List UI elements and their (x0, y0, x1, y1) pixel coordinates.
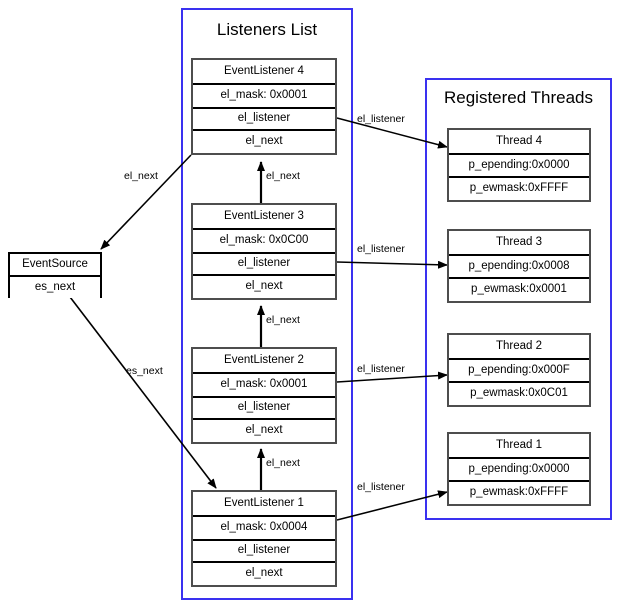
node-row-mask: el_mask: 0x0004 (193, 517, 335, 541)
edge-label-eventsource-to-el1: es_next (126, 365, 163, 377)
edge-label-el1-to-thread1: el_listener (357, 481, 405, 493)
node-row-epending: p_epending:0x000F (449, 360, 589, 383)
node-row-title: EventListener 4 (193, 60, 335, 85)
node-row-listener: el_listener (193, 398, 335, 420)
node-row-next: el_next (193, 131, 335, 153)
edge-label-el3-to-thread3: el_listener (357, 243, 405, 255)
edge-label-el1-to-el2: el_next (266, 457, 300, 469)
node-row-epending: p_epending:0x0008 (449, 256, 589, 279)
node-row-next: el_next (193, 420, 335, 442)
node-event-listener-1[interactable]: EventListener 1 el_mask: 0x0004 el_liste… (191, 490, 337, 587)
node-row-next: el_next (193, 563, 335, 585)
node-row-title: Thread 2 (449, 335, 589, 360)
node-row-listener: el_listener (193, 541, 335, 563)
node-thread-1[interactable]: Thread 1 p_epending:0x0000 p_ewmask:0xFF… (447, 432, 591, 506)
node-row-epending: p_epending:0x0000 (449, 459, 589, 482)
edge-label-el4-to-eventsource: el_next (124, 170, 158, 182)
node-thread-2[interactable]: Thread 2 p_epending:0x000F p_ewmask:0x0C… (447, 333, 591, 407)
node-event-listener-3[interactable]: EventListener 3 el_mask: 0x0C00 el_liste… (191, 203, 337, 300)
node-row-listener: el_listener (193, 109, 335, 131)
node-thread-4[interactable]: Thread 4 p_epending:0x0000 p_ewmask:0xFF… (447, 128, 591, 202)
node-row-mask: el_mask: 0x0001 (193, 85, 335, 109)
node-row-title: EventListener 3 (193, 205, 335, 230)
group-registered-threads-title: Registered Threads (444, 88, 593, 107)
node-row-listener: el_listener (193, 254, 335, 276)
edge-label-el2-to-thread2: el_listener (357, 363, 405, 375)
node-row-ewmask: p_ewmask:0xFFFF (449, 178, 589, 200)
node-row-title: Thread 4 (449, 130, 589, 155)
edge-label-el4-to-thread4: el_listener (357, 113, 405, 125)
node-row-ewmask: p_ewmask:0xFFFF (449, 482, 589, 504)
node-row-title: Thread 1 (449, 434, 589, 459)
node-row-mask: el_mask: 0x0C00 (193, 230, 335, 254)
node-row-title: Thread 3 (449, 231, 589, 256)
node-row-next: el_next (193, 276, 335, 298)
node-row: EventSource (10, 254, 100, 277)
node-event-source[interactable]: EventSource es_next (8, 252, 102, 298)
node-row-ewmask: p_ewmask:0x0C01 (449, 383, 589, 405)
node-row-title: EventListener 2 (193, 349, 335, 374)
group-listeners-list-title: Listeners List (216, 20, 318, 39)
edge-label-el2-to-el3: el_next (266, 314, 300, 326)
node-row: es_next (10, 277, 100, 298)
node-event-listener-4[interactable]: EventListener 4 el_mask: 0x0001 el_liste… (191, 58, 337, 155)
group-registered-threads (425, 78, 612, 520)
edge-label-el3-to-el4: el_next (266, 170, 300, 182)
node-row-ewmask: p_ewmask:0x0001 (449, 279, 589, 301)
node-thread-3[interactable]: Thread 3 p_epending:0x0008 p_ewmask:0x00… (447, 229, 591, 303)
node-row-title: EventListener 1 (193, 492, 335, 517)
node-row-mask: el_mask: 0x0001 (193, 374, 335, 398)
node-row-epending: p_epending:0x0000 (449, 155, 589, 178)
node-event-listener-2[interactable]: EventListener 2 el_mask: 0x0001 el_liste… (191, 347, 337, 444)
